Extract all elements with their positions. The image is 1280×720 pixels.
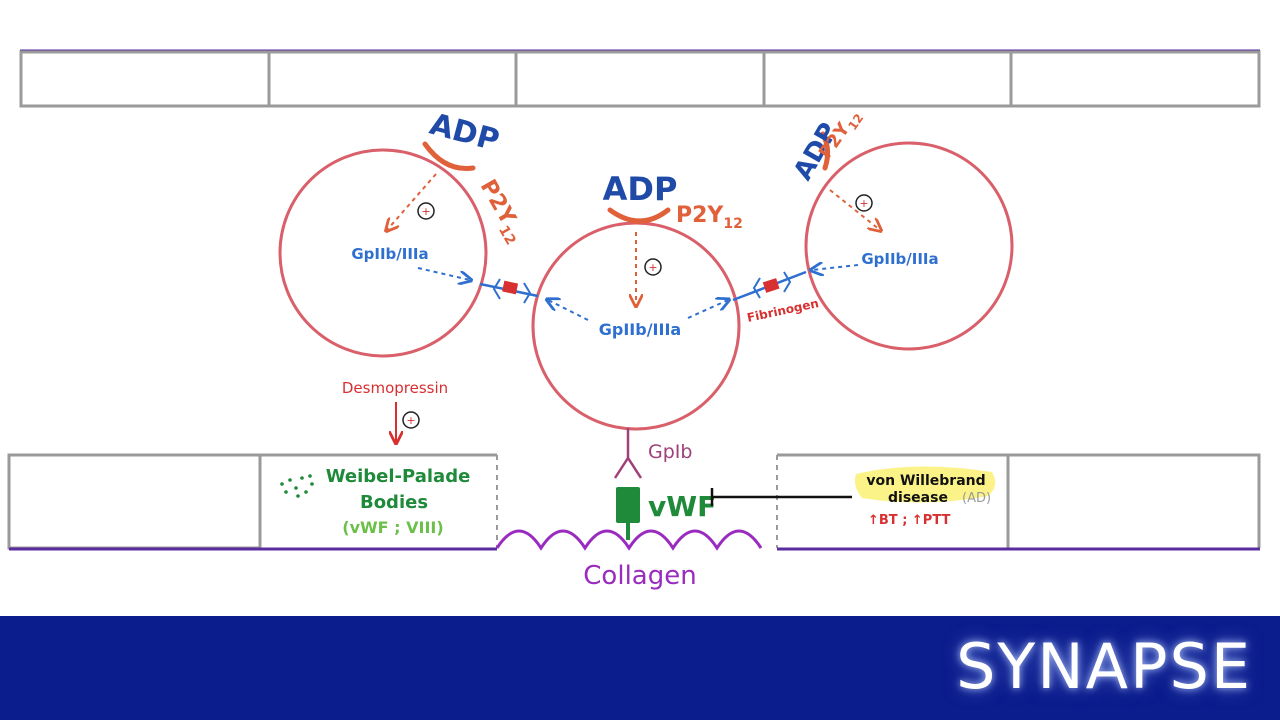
weibel-palade-group: Weibel-Palade Bodies (vWF ; VIII) xyxy=(280,466,470,537)
vwd-labs: ↑BT ; ↑PTT xyxy=(868,513,951,528)
gp2b3a-label: GpIIb/IIIa xyxy=(351,245,428,263)
vwf-icon xyxy=(616,487,640,523)
gpib-vwf-group: GpIb vWF xyxy=(613,428,852,540)
right-adp-receptor: ADP P2Y12 + GpIIb/IIIa xyxy=(788,111,939,270)
stimulation-icon xyxy=(417,202,435,220)
weibel-palade-line2: Bodies xyxy=(360,492,428,513)
p2y12-label: P2Y12 xyxy=(471,176,530,248)
vwd-highlight xyxy=(854,466,996,503)
vwd-inheritance: (AD) xyxy=(962,491,991,506)
left-adp-receptor: ADP P2Y12 + GpIIb/IIIa xyxy=(351,107,530,280)
gpib-receptor-icon xyxy=(613,455,643,479)
weibel-palade-line1: Weibel-Palade xyxy=(326,466,471,487)
p2y12-receptor-icon xyxy=(422,141,476,171)
granule-dots-icon xyxy=(280,474,314,498)
fibrinogen-bridge-left xyxy=(479,278,539,304)
center-adp-receptor: ADP P2Y12 + GpIIb/IIIa xyxy=(548,170,743,339)
fibrinogen-icon xyxy=(502,280,519,295)
gp2b3a-label: GpIIb/IIIa xyxy=(861,250,938,268)
vwd-line1: von Willebrand xyxy=(866,473,985,489)
receptor-clamp-icon xyxy=(752,271,792,299)
bottom-vessel-wall xyxy=(7,453,1261,551)
collagen-label: Collagen xyxy=(583,561,696,591)
desmopressin-label: Desmopressin xyxy=(342,379,448,397)
adp-activation-arrow xyxy=(829,189,880,230)
fibrinogen-label: Fibrinogen xyxy=(746,296,820,325)
stimulation-icon xyxy=(402,411,420,429)
p2y12-receptor-icon xyxy=(820,131,831,171)
adp-activation-arrow xyxy=(387,173,437,230)
vwd-line2: disease xyxy=(888,490,948,506)
adp-label: ADP xyxy=(426,107,503,159)
stimulation-sign: + xyxy=(859,197,868,210)
p2y12-label: P2Y12 xyxy=(676,203,743,232)
collagen-wave xyxy=(495,529,763,551)
gpib-label: GpIb xyxy=(648,441,692,463)
stimulation-sign: + xyxy=(421,205,430,218)
gp2b3a-label: GpIIb/IIIa xyxy=(599,320,681,339)
stimulation-icon xyxy=(644,258,662,276)
platelet-left xyxy=(278,148,488,358)
desmopressin-group: Desmopressin + xyxy=(342,379,448,442)
top-vessel-wall xyxy=(19,49,1261,108)
gp-expression-arrow-left xyxy=(548,300,589,321)
collagen-fibers: Collagen xyxy=(495,529,763,591)
p2y12-receptor-icon xyxy=(607,207,671,224)
bottom-cell-right xyxy=(777,453,1261,548)
vwd-group: von Willebrand disease (AD) ↑BT ; ↑PTT xyxy=(854,466,996,528)
gp-expression-arrow xyxy=(812,265,859,270)
top-cell-row xyxy=(19,50,1261,108)
bottom-cell xyxy=(7,453,262,550)
brand-logo: SYNAPSE xyxy=(956,630,1252,703)
stimulation-sign: + xyxy=(648,261,657,274)
fibrinogen-bridge-right: Fibrinogen xyxy=(732,270,820,325)
gp-expression-arrow xyxy=(417,267,470,280)
adp-label: ADP xyxy=(603,170,678,208)
platelet-right xyxy=(804,141,1014,351)
vwf-label: vWF xyxy=(648,490,716,523)
weibel-palade-contents: (vWF ; VIII) xyxy=(342,518,443,537)
stimulation-icon xyxy=(855,194,873,212)
desmopressin-effect: + xyxy=(406,414,415,427)
fibrinogen-icon xyxy=(762,278,780,293)
gp-expression-arrow-right xyxy=(687,300,728,319)
brand-footer-bar xyxy=(0,616,1280,720)
receptor-clamp-icon xyxy=(492,278,532,304)
